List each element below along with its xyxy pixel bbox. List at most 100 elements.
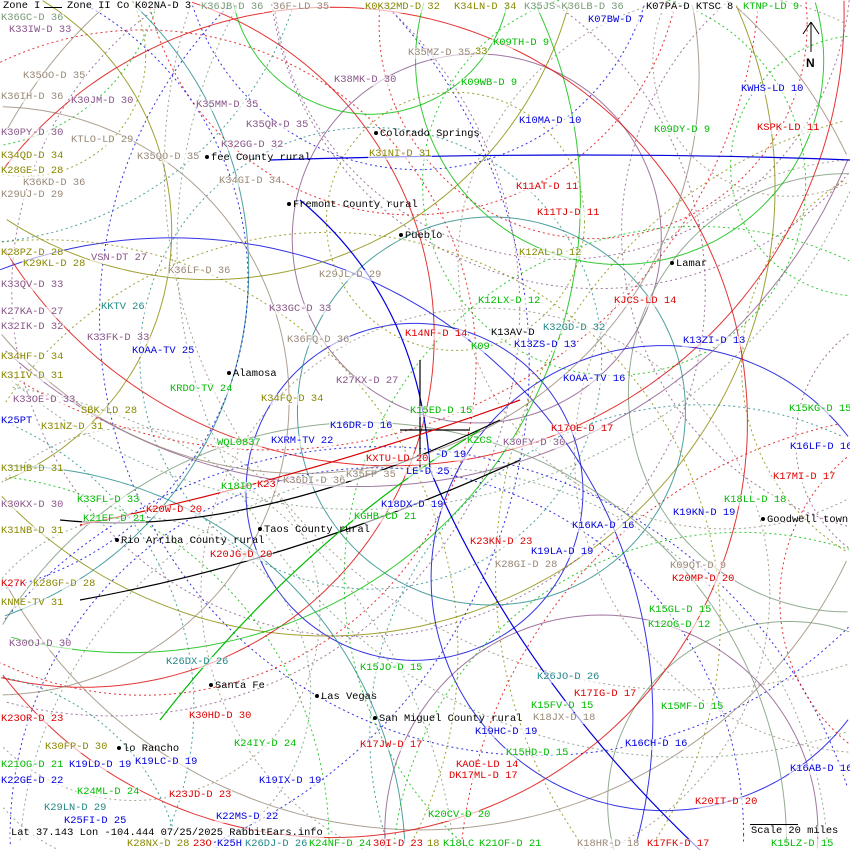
station-label[interactable]: KRDO-TV 24 xyxy=(169,383,234,395)
station-label[interactable]: K38MK-D 30 xyxy=(333,74,398,86)
station-label[interactable]: K33FL-D 33 xyxy=(76,494,141,506)
station-label[interactable]: KXTU-LD 20 xyxy=(365,453,430,465)
station-label[interactable]: K19KN-D 19 xyxy=(672,507,737,519)
station-label[interactable]: KNME-TV 31 xyxy=(0,597,65,609)
station-label[interactable]: K35QO-D 35 xyxy=(136,151,201,163)
station-label[interactable]: KTLO-LD 29 xyxy=(70,134,135,146)
station-label[interactable]: K22GE-D 22 xyxy=(0,775,65,787)
station-label[interactable]: K13ZI-D 13 xyxy=(682,335,747,347)
station-label[interactable]: K16CH-D 16 xyxy=(624,738,689,750)
station-label[interactable]: K15ED-D 15 xyxy=(409,405,474,417)
station-label[interactable]: K29KL-D 28 xyxy=(22,258,87,270)
station-label[interactable]: K17JW-D 17 xyxy=(359,739,424,751)
station-label[interactable]: K16KA-D 16 xyxy=(571,520,636,532)
station-label[interactable]: K20CV-D 20 xyxy=(427,809,492,821)
station-label[interactable]: K35FP 35 xyxy=(345,469,397,481)
station-label[interactable]: K28PZ-D 28 xyxy=(0,247,65,259)
station-label[interactable]: K30FP-D 30 xyxy=(44,741,109,753)
station-label[interactable]: KTNP-LD 9 xyxy=(742,1,801,13)
station-label[interactable]: K27K xyxy=(0,578,27,590)
station-label[interactable]: 23O xyxy=(192,838,213,850)
station-label[interactable]: K35JS-K36LB-D 36 xyxy=(523,1,625,13)
station-label[interactable]: K09WB-D 9 xyxy=(460,77,519,89)
station-label[interactable]: KZCS xyxy=(466,435,493,447)
station-label[interactable]: K33GC-D 33 xyxy=(268,303,333,315)
station-label[interactable]: K17OE-D 17 xyxy=(550,423,615,435)
station-label[interactable]: K26DJ-D 26 xyxy=(244,838,309,850)
station-label[interactable]: K29LN-D 29 xyxy=(43,802,108,814)
station-label[interactable]: K24NF-D 24 xyxy=(308,838,373,850)
station-label[interactable]: K26DX-D 26 xyxy=(165,656,230,668)
station-label[interactable]: K35OO-D 35 xyxy=(22,70,87,82)
station-label[interactable]: K27KX-D 27 xyxy=(335,375,400,387)
station-label[interactable]: K28NX-D 28 xyxy=(126,838,191,850)
station-label[interactable]: K28GI-D 28 xyxy=(494,559,559,571)
station-label[interactable]: 33 xyxy=(474,46,489,58)
station-label[interactable]: K23JD-D 23 xyxy=(168,789,233,801)
station-label[interactable]: K23 xyxy=(256,479,277,491)
station-label[interactable]: K33OE-D 33 xyxy=(12,394,77,406)
station-label[interactable]: K15JO-D 15 xyxy=(359,662,424,674)
station-label[interactable]: VSN-DT 27 xyxy=(90,252,149,264)
station-label[interactable]: K12AL-D 12 xyxy=(518,247,583,259)
station-label[interactable]: KXRM-TV 22 xyxy=(270,435,335,447)
station-label[interactable]: -D 19 xyxy=(434,449,468,461)
station-label[interactable]: 18 xyxy=(426,838,441,850)
station-label[interactable]: K32GD-D 32 xyxy=(542,322,607,334)
station-label[interactable]: K33FK-D 33 xyxy=(86,332,151,344)
station-label[interactable]: K26JO-D 26 xyxy=(536,671,601,683)
station-label[interactable]: KAOE-LD 14 xyxy=(455,759,520,771)
station-label[interactable]: K21OF-D 21 xyxy=(478,838,543,850)
station-label[interactable]: KKTV 26 xyxy=(100,301,146,313)
station-label[interactable]: K36DI-D 36 xyxy=(282,475,347,487)
station-label[interactable]: K21EF-D 21 xyxy=(82,513,147,525)
station-label[interactable]: K19LC-D 19 xyxy=(134,756,199,768)
station-label[interactable]: K25H xyxy=(216,838,243,850)
station-label[interactable]: K11TJ-D 11 xyxy=(536,207,601,219)
station-label[interactable]: K34FQ-D 34 xyxy=(260,393,325,405)
station-label[interactable]: K30KX-D 30 xyxy=(0,499,65,511)
station-label[interactable]: K23KN-D 23 xyxy=(469,536,534,548)
station-label[interactable]: K34LN-D 34 xyxy=(453,1,518,13)
station-label[interactable]: K36IH-D 36 xyxy=(0,91,65,103)
station-label[interactable]: K28GE-D 28 xyxy=(0,165,65,177)
station-label[interactable]: K18LC xyxy=(442,838,476,850)
station-label[interactable]: K31NB-D 31 xyxy=(0,525,65,537)
station-label[interactable]: K20W-D 20 xyxy=(145,504,204,516)
station-label[interactable]: K15HD-D 15 xyxy=(505,747,570,759)
station-label[interactable]: K29JL-D 29 xyxy=(318,269,383,281)
station-label[interactable]: K33QV-D 33 xyxy=(0,279,65,291)
station-label[interactable]: DK17ML-D 17 xyxy=(448,770,519,782)
station-label[interactable]: K36JB-D 36 xyxy=(200,1,265,13)
station-label[interactable]: K34HF-D 34 xyxy=(0,351,65,363)
station-label[interactable]: KOAA-TV 16 xyxy=(562,373,627,385)
station-label[interactable]: K28GF-D 28 xyxy=(32,578,97,590)
station-label[interactable]: K09 xyxy=(470,341,491,353)
station-label[interactable]: K16LF-D 16 xyxy=(789,442,850,453)
station-label[interactable]: K32GG-D 32 xyxy=(220,139,285,151)
station-label[interactable]: K12LX-D 12 xyxy=(477,295,542,307)
station-label[interactable]: K17IG-D 17 xyxy=(573,688,638,700)
station-label[interactable]: K30OJ-D 30 xyxy=(8,638,73,650)
station-label[interactable]: K34GI-D 34 xyxy=(218,175,283,187)
station-label[interactable]: KWHS-LD 10 xyxy=(740,83,805,95)
station-label[interactable]: K36KD-D 36 xyxy=(22,177,87,189)
station-label[interactable]: K13AV-D xyxy=(490,327,536,339)
station-label[interactable]: K19HC-D 19 xyxy=(474,726,539,738)
station-label[interactable]: K36FQ-D 36 xyxy=(286,334,351,346)
station-label[interactable]: K31HB-D 31 xyxy=(0,463,65,475)
station-label[interactable]: K24ML-D 24 xyxy=(76,786,141,798)
station-label[interactable]: K09QT-D 9 xyxy=(669,560,728,572)
station-label[interactable]: K15KG-D 15 xyxy=(788,404,850,415)
station-label[interactable]: K17FK-D 17 xyxy=(646,838,711,850)
station-label[interactable]: K17MI-D 17 xyxy=(772,471,837,483)
station-label[interactable]: K30PY-D 30 xyxy=(0,127,65,139)
station-label[interactable]: K23OR-D 23 xyxy=(0,713,65,725)
station-label[interactable]: K15LZ-D 15 xyxy=(770,838,835,850)
station-label[interactable]: K19IX-D 19 xyxy=(258,775,323,787)
station-label[interactable]: K20MP-D 20 xyxy=(671,573,736,585)
station-label[interactable]: K35QR-D 35 xyxy=(245,119,310,131)
station-label[interactable]: K15MF-D 15 xyxy=(660,701,725,713)
station-label[interactable]: K15FV-D 15 xyxy=(530,700,595,712)
station-label[interactable]: K14NF-D 14 xyxy=(404,328,469,340)
